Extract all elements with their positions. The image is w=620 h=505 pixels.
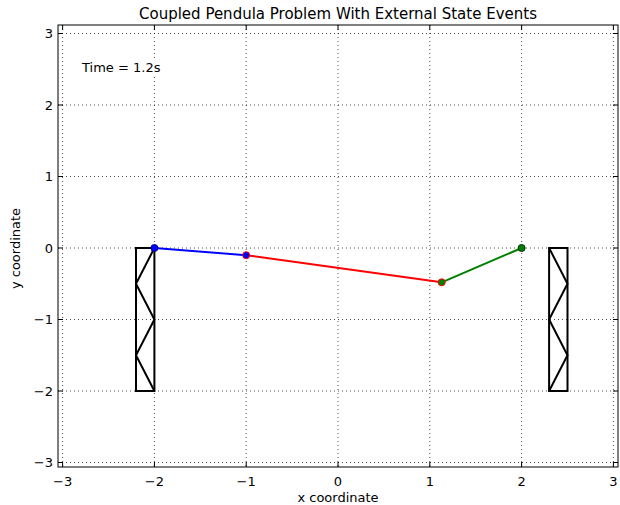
axis-label: y coordinate: [10, 207, 23, 288]
axes-background: [58, 25, 618, 467]
tick-label: −3: [53, 475, 72, 488]
left-tower: [136, 248, 154, 391]
tick-label: −1: [237, 475, 256, 488]
tick-marks: [58, 25, 618, 467]
axis-label: x coordinate: [297, 491, 378, 504]
tick-label: 3: [609, 475, 617, 488]
tick-label: 2: [45, 99, 53, 112]
tick-label: 0: [334, 475, 342, 488]
tick-label: 1: [426, 475, 434, 488]
pendulum-rod-blue: [154, 248, 246, 255]
tick-label: 0: [45, 242, 53, 255]
axes-frame: [58, 25, 618, 467]
tick-label: −1: [34, 313, 53, 326]
tick-label: 2: [517, 475, 525, 488]
annotation-text: Time = 1.2s: [81, 61, 161, 74]
chart-title: Coupled Pendula Problem With External St…: [139, 7, 537, 22]
pivot-dot: [151, 245, 158, 252]
pivot-dot: [518, 245, 525, 252]
tick-label: −2: [34, 385, 53, 398]
bob-dot: [438, 279, 445, 286]
tick-label: 1: [45, 170, 53, 183]
spring-rod-red: [246, 255, 442, 282]
pendulum-rod-green: [442, 248, 522, 282]
grid-lines: [58, 25, 618, 467]
tick-label: −3: [34, 456, 53, 469]
bob-dot: [243, 252, 250, 259]
tick-label: 3: [45, 27, 53, 40]
right-tower: [549, 248, 567, 391]
tick-label: −2: [145, 475, 164, 488]
